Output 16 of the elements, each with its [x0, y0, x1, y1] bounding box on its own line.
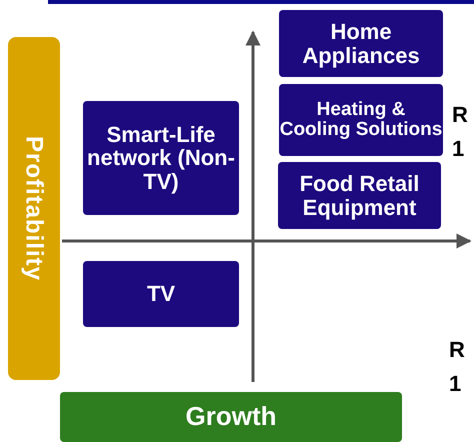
segment-box: [278, 162, 441, 229]
segment-label: Profitability: [21, 136, 47, 281]
segment-label: Smart-Life network (Non-TV): [86, 123, 236, 193]
segment-label: TV: [146, 282, 176, 306]
segment-label: Home Appliances: [301, 20, 421, 67]
axis-label-bar: [8, 37, 60, 380]
note-text: R 1: [452, 101, 469, 163]
segment-box: [83, 101, 239, 215]
segment-label: Food Retail Equipment: [298, 172, 420, 219]
axis-label-bar: [60, 392, 402, 442]
segment-box: [279, 84, 443, 156]
note-text: R 1: [449, 336, 466, 398]
segment-box: [83, 261, 239, 327]
segment-label: Heating & Cooling Solutions: [279, 100, 443, 140]
segment-label: Growth: [186, 403, 276, 431]
segment-box: [279, 10, 443, 77]
